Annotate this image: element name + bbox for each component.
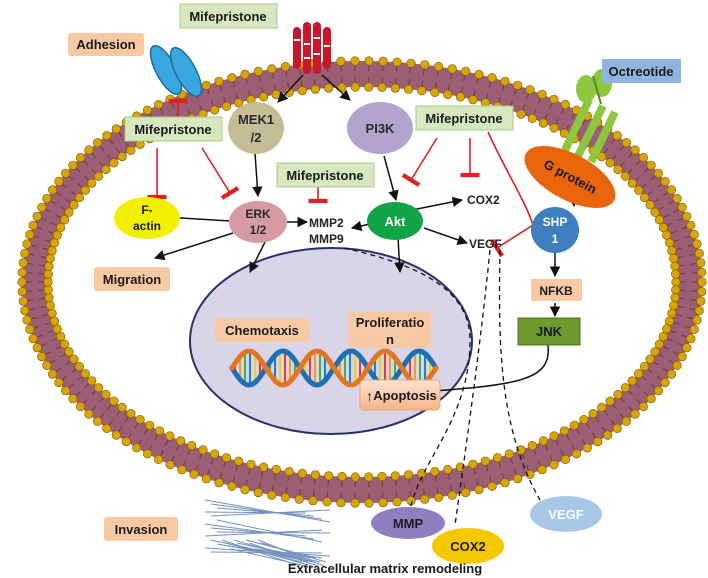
- octreotide-box: Octreotide: [602, 59, 681, 83]
- dna-helix-icon: [229, 348, 439, 388]
- svg-text:Apoptosis: Apoptosis: [373, 388, 437, 403]
- svg-text:Octreotide: Octreotide: [608, 64, 673, 79]
- svg-text:COX2: COX2: [450, 539, 485, 554]
- mifepristone-left-box: Mifepristone: [124, 116, 223, 142]
- svg-text:ERK: ERK: [245, 207, 271, 221]
- cox2-secreted-node: COX2: [432, 528, 504, 564]
- erk-node: ERK 1/2: [229, 201, 287, 243]
- svg-text:NFKB: NFKB: [539, 284, 573, 298]
- mifepristone-mid-box: Mifepristone: [276, 162, 375, 188]
- vegf-inner-label: VEGF: [469, 237, 502, 251]
- shp-node: SHP 1: [531, 207, 579, 253]
- migration-box: Migration: [94, 267, 170, 291]
- nfkb-box: NFKB: [531, 279, 582, 301]
- apoptosis-box: ↑ Apoptosis: [359, 379, 441, 411]
- svg-text:JNK: JNK: [536, 324, 563, 339]
- mek-node: MEK1 /2: [228, 102, 284, 154]
- svg-text:actin: actin: [133, 219, 161, 233]
- svg-text:Akt: Akt: [385, 214, 407, 229]
- invasion-box: Invasion: [104, 517, 178, 541]
- svg-text:SHP: SHP: [543, 215, 568, 229]
- up-arrow-icon: ↑: [366, 388, 373, 404]
- chemotaxis-box: Chemotaxis: [215, 318, 309, 342]
- mmp9-label: MMP9: [309, 232, 344, 246]
- cell-membrane: [17, 56, 707, 508]
- svg-text:PI3K: PI3K: [366, 121, 396, 136]
- ecm-remodeling-caption: Extracellular matrix remodeling: [288, 561, 482, 576]
- cox2-inner-label: COX2: [467, 193, 500, 207]
- svg-text:n: n: [386, 332, 394, 347]
- adhesion-receptor-icon: [149, 44, 203, 98]
- secretion-lines: [343, 247, 541, 526]
- factin-node: F- actin: [114, 197, 180, 239]
- akt-node: Akt: [367, 202, 423, 240]
- mifepristone-receptor-icon: [293, 22, 331, 74]
- svg-text:Mifepristone: Mifepristone: [189, 9, 266, 24]
- mmp2-label: MMP2: [309, 216, 344, 230]
- svg-text:Adhesion: Adhesion: [76, 37, 135, 52]
- ecm-fibers-icon: [204, 499, 331, 567]
- svg-text:Mifepristone: Mifepristone: [286, 168, 363, 183]
- svg-text:Mifepristone: Mifepristone: [134, 122, 211, 137]
- mifepristone-top-box: Mifepristone: [179, 3, 278, 29]
- svg-text:Mifepristone: Mifepristone: [425, 111, 502, 126]
- jnk-box: JNK: [517, 317, 581, 346]
- svg-text:Invasion: Invasion: [115, 522, 168, 537]
- svg-text:VEGF: VEGF: [548, 507, 583, 522]
- svg-text:F-: F-: [141, 203, 152, 217]
- svg-text:Chemotaxis: Chemotaxis: [225, 323, 299, 338]
- octreotide-receptor-icon: [561, 69, 619, 164]
- svg-text:MEK1: MEK1: [238, 112, 274, 127]
- svg-text:Migration: Migration: [103, 272, 162, 287]
- svg-text:/2: /2: [251, 130, 262, 145]
- lipid-heads: [17, 56, 707, 508]
- pi3k-node: PI3K: [347, 102, 413, 154]
- adhesion-box: Adhesion: [68, 33, 144, 56]
- inhibition-lines: [147, 98, 534, 258]
- svg-text:MMP: MMP: [393, 516, 424, 531]
- svg-text:Proliferatio: Proliferatio: [356, 315, 425, 330]
- proliferation-box: Proliferatio n: [348, 312, 431, 348]
- mifepristone-right-box: Mifepristone: [415, 105, 514, 131]
- g-protein-node: G protein: [524, 145, 616, 209]
- mmp-secreted-node: MMP: [371, 507, 445, 539]
- svg-text:1: 1: [552, 232, 559, 246]
- svg-text:1/2: 1/2: [250, 223, 267, 237]
- vegf-secreted-node: VEGF: [530, 496, 602, 532]
